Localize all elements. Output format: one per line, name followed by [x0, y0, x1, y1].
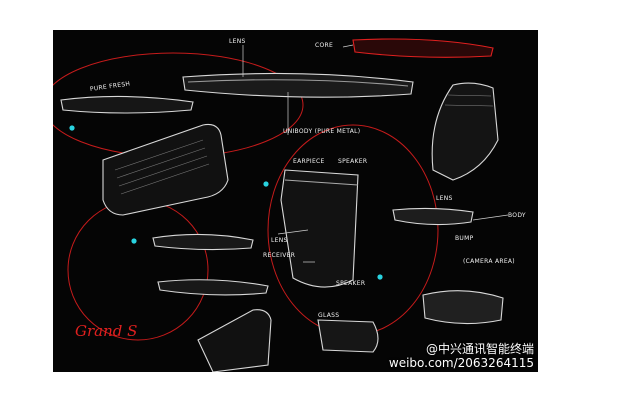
phone-bottom-mid	[317, 319, 379, 353]
cyan-dot-3	[131, 238, 137, 244]
cyan-dot-2	[263, 181, 269, 187]
label-speaker-low: SPEAKER	[336, 280, 366, 287]
phone-side-pure-fresh	[60, 95, 194, 114]
phone-center	[280, 169, 359, 288]
label-core: CORE	[315, 42, 334, 49]
label-speaker: SPEAKER	[338, 158, 368, 165]
label-lens-center: LENS	[271, 237, 288, 244]
label-lens-top: LENS	[229, 38, 246, 45]
sketch-drawing	[53, 38, 509, 372]
watermark-weibo-handle: @中兴通讯智能终端	[425, 342, 534, 356]
concept-sketch-board: LENS CORE PURE FRESH UNIBODY (PURE METAL…	[53, 30, 538, 372]
watermark-weibo-url: weibo.com/2063264115	[388, 356, 534, 370]
cyan-dot-4	[377, 274, 383, 280]
label-lens-right: LENS	[436, 195, 453, 202]
phone-bottom-left	[197, 309, 272, 372]
phone-profile-low	[157, 279, 269, 296]
label-glass: GLASS	[318, 312, 340, 319]
label-bump: BUMP	[455, 235, 474, 242]
phone-standing-right	[431, 82, 499, 181]
label-unibody: UNIBODY (PURE METAL)	[283, 128, 361, 135]
label-camera-area: (CAMERA AREA)	[463, 258, 515, 265]
cyan-dot-1	[69, 125, 75, 131]
phone-side-top	[182, 72, 414, 98]
label-body: BODY	[508, 212, 526, 219]
phone-profile-right	[392, 207, 474, 226]
phone-tilted-left	[102, 123, 229, 216]
phone-base-right	[422, 290, 504, 325]
phone-profile-mid	[152, 233, 254, 251]
red-circle-left	[67, 199, 209, 341]
phone-side-red	[352, 38, 494, 58]
label-earpiece: EARPIECE	[293, 158, 325, 165]
designer-signature: Grand S	[75, 322, 138, 340]
label-receiver: RECEIVER	[263, 252, 296, 259]
